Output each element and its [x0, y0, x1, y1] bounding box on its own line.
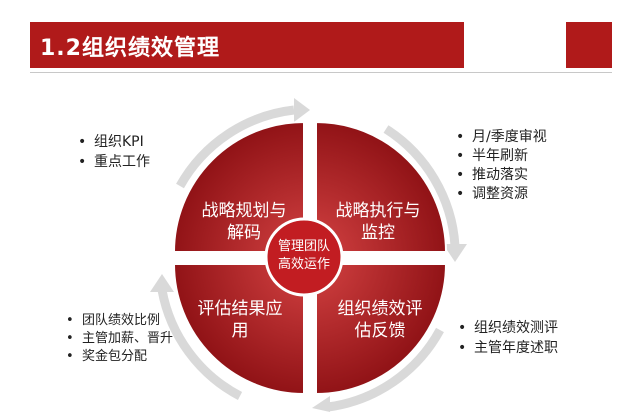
cycle-arrow-right	[383, 125, 460, 247]
page-title: 1.2组织绩效管理	[40, 36, 220, 61]
quadrant-bottom-right-line1: 组织绩效评	[337, 299, 423, 319]
quadrant-bottom-right-label: 组织绩效评 估反馈	[330, 298, 430, 342]
quadrant-bottom-left-label: 评估结果应 用	[190, 298, 290, 342]
note-item: 推动落实	[456, 166, 547, 185]
note-item: 重点工作	[78, 152, 150, 172]
cycle-arrowhead-right	[443, 244, 467, 262]
cycle-arrowhead-bottom	[312, 396, 330, 412]
cycle-arrow-left	[157, 289, 243, 400]
note-item: 月/季度审视	[456, 128, 547, 147]
center-label-line1: 管理团队	[277, 239, 330, 254]
quadrant-bottom-left	[172, 263, 305, 396]
cycle-arrowhead-left	[150, 274, 174, 292]
notes-top-right: 月/季度审视 半年刷新 推动落实 调整资源	[456, 128, 547, 204]
quadrant-top-right-line1: 战略执行与	[335, 201, 421, 221]
quadrant-top-left	[172, 120, 305, 253]
note-item: 调整资源	[456, 185, 547, 204]
quadrant-top-left-line1: 战略规划与	[201, 201, 287, 221]
cycle-arrow-bottom	[327, 327, 444, 412]
cycle-arrow-top	[176, 105, 295, 189]
quadrant-top-left-label: 战略规划与 解码	[194, 200, 294, 244]
title-bar	[30, 22, 464, 68]
quadrant-bottom-right-line2: 估反馈	[354, 321, 406, 341]
notes-bottom-right: 组织绩效测评 主管年度述职	[458, 318, 558, 358]
quadrant-bottom-right	[315, 263, 448, 396]
center-label-line2: 高效运作	[277, 257, 330, 272]
cycle-arrowhead-top	[294, 98, 310, 122]
quadrants	[172, 120, 448, 396]
note-item: 半年刷新	[456, 147, 547, 166]
quadrant-bottom-left-line1: 评估结果应	[197, 299, 283, 319]
cycle-arrows	[157, 105, 460, 412]
quadrant-top-right	[315, 120, 448, 253]
quadrant-top-left-line2: 解码	[227, 223, 261, 243]
quadrant-bottom-left-line2: 用	[231, 321, 249, 341]
note-item: 组织KPI	[78, 132, 150, 152]
note-item: 主管年度述职	[458, 338, 558, 358]
note-item: 主管加薪、晋升	[66, 330, 173, 348]
note-item: 组织绩效测评	[458, 318, 558, 338]
quadrant-top-right-label: 战略执行与 监控	[328, 200, 428, 244]
center-circle	[264, 217, 344, 297]
notes-bottom-left: 团队绩效比例 主管加薪、晋升 奖金包分配	[66, 312, 173, 366]
notes-top-left: 组织KPI 重点工作	[78, 132, 150, 172]
corner-accent-block	[566, 22, 612, 68]
note-item: 团队绩效比例	[66, 312, 173, 330]
title-divider	[30, 72, 612, 73]
quadrant-top-right-line2: 监控	[361, 223, 395, 243]
note-item: 奖金包分配	[66, 348, 173, 366]
center-label: 管理团队 高效运作	[266, 238, 342, 274]
